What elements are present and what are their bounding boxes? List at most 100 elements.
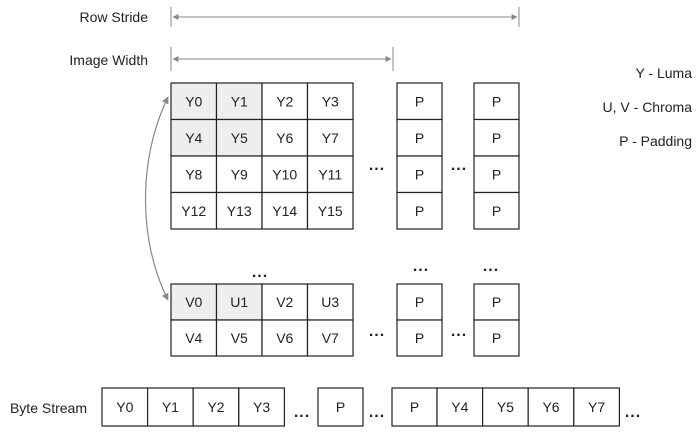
uv-cell-v2: V2 — [261, 283, 309, 321]
y-cell-y0: Y0 — [170, 82, 218, 121]
cell-label: P — [492, 93, 501, 109]
cell-label: Y7 — [322, 130, 339, 146]
cell-label: Y6 — [276, 130, 293, 146]
byte-y7: Y7 — [573, 387, 620, 427]
cell-label: V7 — [322, 330, 339, 346]
cell-label: P — [410, 399, 419, 415]
byte-y1: Y1 — [147, 387, 194, 427]
cell-label: Y2 — [207, 399, 224, 415]
row-stride-dimension: Row Stride — [80, 7, 520, 27]
byte-y2: Y2 — [192, 387, 240, 427]
legend-chroma: U, V - Chroma — [603, 99, 693, 115]
cell-label: Y11 — [318, 166, 342, 182]
cell-label: V0 — [185, 294, 202, 310]
uv-padding-cell: P — [473, 283, 520, 321]
uv-ellipsis-top: ... — [252, 264, 268, 281]
cell-label: V6 — [276, 330, 293, 346]
y-padding-cell: P — [473, 155, 520, 194]
byte-ellipsis-1: ... — [294, 404, 310, 421]
uv-cell-v5: V5 — [215, 319, 263, 357]
cell-label: U1 — [230, 294, 248, 310]
byte-ellipsis-3: ... — [625, 404, 641, 421]
uv-padding-cell: P — [473, 319, 520, 357]
uv-ellipsis-pad2: ... — [483, 258, 499, 275]
cell-label: P — [492, 294, 501, 310]
y-padding-cell: P — [473, 82, 520, 121]
cell-label: P — [415, 203, 424, 219]
cell-label: Y1 — [162, 399, 179, 415]
byte-ellipsis-2: ... — [369, 404, 385, 421]
y-padding-cell: P — [396, 118, 443, 157]
y-cell-y11: Y11 — [306, 155, 354, 194]
y-cell-y10: Y10 — [261, 155, 309, 194]
cell-label: Y9 — [231, 166, 248, 182]
byte-y6: Y6 — [527, 387, 575, 427]
cell-label: Y14 — [272, 203, 297, 219]
cell-label: P — [415, 93, 424, 109]
y-ellipsis-2: ... — [451, 157, 467, 174]
byte-y0: Y0 — [101, 387, 149, 427]
cell-label: Y1 — [231, 93, 248, 109]
y-plane-ellipses: ...... — [369, 157, 467, 174]
y-cell-y12: Y12 — [170, 191, 218, 230]
y-cell-y9: Y9 — [215, 155, 263, 194]
uv-plane-ellipses: ............... — [252, 258, 499, 340]
uv-cell-u1: U1 — [215, 283, 263, 321]
cell-label: Y0 — [185, 93, 202, 109]
cell-label: Y15 — [318, 203, 343, 219]
cell-label: Y3 — [253, 399, 270, 415]
cell-label: P — [415, 330, 424, 346]
y-cell-y7: Y7 — [306, 118, 354, 157]
byte-y4: Y4 — [436, 387, 484, 427]
y-cell-y4: Y4 — [170, 118, 218, 157]
cell-label: V5 — [231, 330, 248, 346]
y-padding-cell: P — [473, 191, 520, 230]
uv-ellipsis-mid2: ... — [451, 323, 467, 340]
uv-cell-u3: U3 — [306, 283, 354, 321]
legend-padding: P - Padding — [619, 133, 692, 149]
cell-label: P — [415, 166, 424, 182]
cell-label: Y12 — [181, 203, 206, 219]
cell-label: P — [492, 166, 501, 182]
y-padding-cell: P — [396, 155, 443, 194]
y-padding-cell: P — [396, 191, 443, 230]
image-width-label: Image Width — [69, 52, 148, 68]
byte-y5: Y5 — [482, 387, 529, 427]
uv-padding-cell: P — [396, 283, 443, 321]
uv-cell-v4: V4 — [170, 319, 218, 357]
legend-luma: Y - Luma — [635, 65, 692, 81]
uv-ellipsis-pad1: ... — [413, 258, 429, 275]
cell-label: P — [415, 294, 424, 310]
cell-label: Y7 — [588, 399, 605, 415]
uv-ellipsis-mid1: ... — [369, 323, 385, 340]
row-stride-label: Row Stride — [80, 9, 149, 25]
cell-label: Y10 — [272, 166, 297, 182]
cell-label: P — [415, 130, 424, 146]
y-cell-y6: Y6 — [261, 118, 309, 157]
y-cell-y8: Y8 — [170, 155, 218, 194]
byte-stream-label: Byte Stream — [10, 400, 87, 416]
uv-cell-v6: V6 — [261, 319, 309, 357]
uv-cell-v0: V0 — [170, 283, 218, 321]
byte-padding-1: P — [317, 387, 364, 427]
cell-label: Y3 — [322, 93, 339, 109]
legend: Y - Luma U, V - Chroma P - Padding — [603, 65, 693, 149]
cell-label: V4 — [185, 330, 202, 346]
y-cell-y2: Y2 — [261, 82, 309, 121]
y-padding-cell: P — [396, 82, 443, 121]
image-width-dimension: Image Width — [69, 47, 394, 71]
y-ellipsis-1: ... — [369, 157, 385, 174]
y-cell-y13: Y13 — [215, 191, 263, 230]
byte-padding-2: P — [391, 387, 438, 427]
cell-label: P — [336, 399, 345, 415]
cell-label: P — [492, 203, 501, 219]
cell-label: Y5 — [231, 130, 248, 146]
uv-cell-v7: V7 — [306, 319, 354, 357]
